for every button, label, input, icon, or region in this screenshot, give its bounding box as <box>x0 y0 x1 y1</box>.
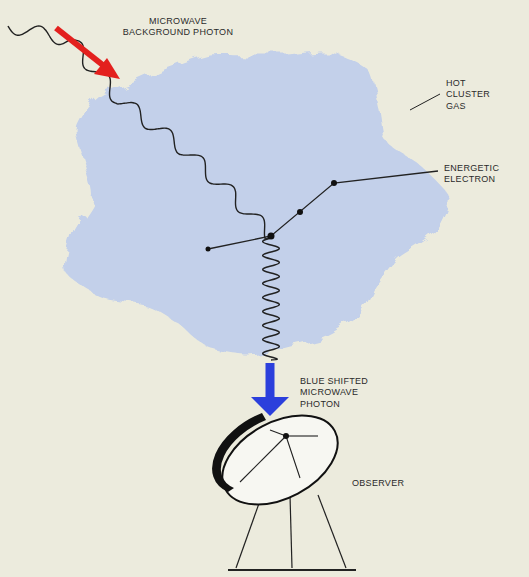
gas-cloud <box>65 52 449 355</box>
text-label: BLUE SHIFTED MICROWAVE PHOTON <box>300 376 400 410</box>
text-label: ENERGETIC ELECTRON <box>444 163 506 186</box>
dish-rim <box>212 413 266 492</box>
scattered-photon-wave <box>263 238 280 360</box>
blue-arrow <box>251 363 289 416</box>
blue-arrow-head <box>251 397 289 416</box>
text-label: MICROWAVE BACKGROUND PHOTON <box>118 16 238 39</box>
electron-dot <box>206 247 211 252</box>
radio-telescope <box>207 397 356 570</box>
electron-track <box>206 171 439 252</box>
leader-line <box>410 94 440 110</box>
telescope-tower <box>228 495 356 570</box>
red-arrow-shaft <box>56 28 104 66</box>
red-arrow-head <box>94 58 120 79</box>
electron-dot <box>297 209 303 215</box>
feed-legs <box>240 430 318 482</box>
dish <box>207 397 352 522</box>
incoming-photon-wave <box>8 26 271 239</box>
feed <box>283 433 289 439</box>
blue-arrow-shaft <box>266 363 275 398</box>
electron-dot <box>331 180 337 186</box>
text-label: OBSERVER <box>352 478 432 489</box>
electron-path <box>208 171 438 249</box>
electron-dot <box>268 233 275 240</box>
text-label: HOT CLUSTER GAS <box>446 78 498 112</box>
red-arrow <box>56 28 120 79</box>
